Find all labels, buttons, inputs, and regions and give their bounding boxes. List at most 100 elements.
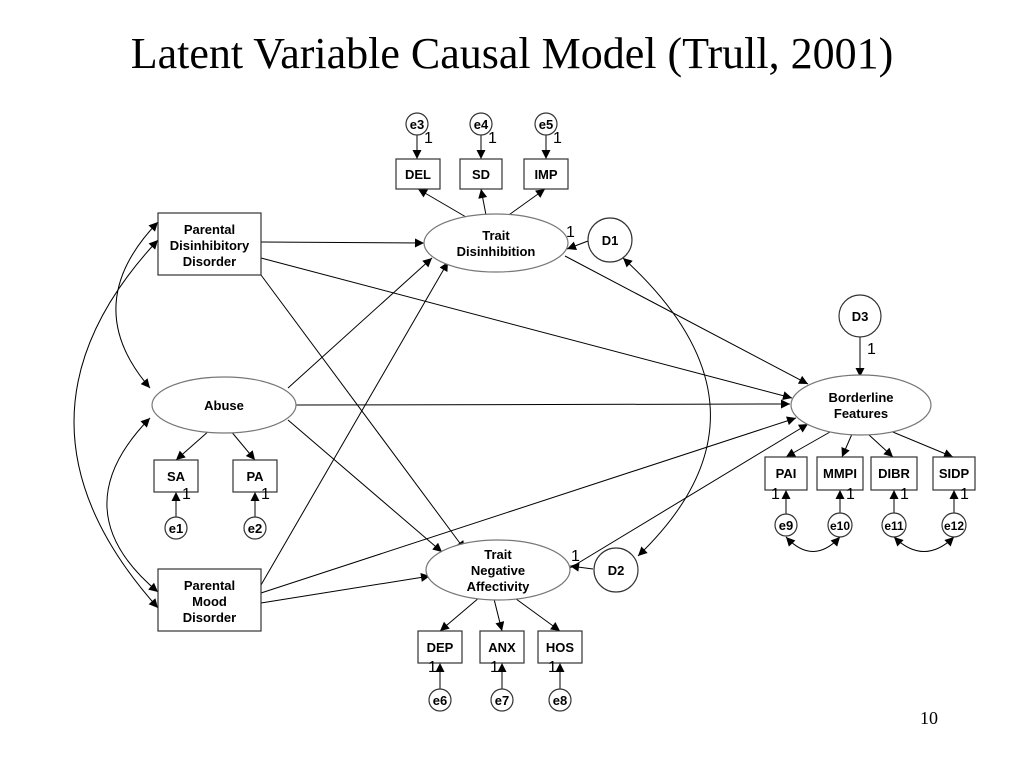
fixed-e1: 1	[182, 486, 191, 503]
fixed-e4: 1	[488, 130, 497, 147]
latent-tna-line1: Trait	[484, 547, 512, 562]
node-pmd: Parental Mood Disorder	[157, 568, 262, 632]
fixed-e7: 1	[490, 659, 499, 676]
node-dep: DEP	[417, 630, 463, 664]
e10-label: e10	[830, 519, 850, 533]
disturbance-d1: D1	[587, 217, 633, 263]
node-pa: PA	[232, 459, 278, 493]
error-e9: e9	[774, 513, 798, 537]
path-ppd-bf	[260, 257, 793, 401]
path-d2-tna	[569, 562, 594, 572]
error-e10: e10	[827, 512, 853, 538]
latent-bf-line1: Borderline	[828, 390, 893, 405]
cov-e11-e12	[893, 536, 955, 552]
path-tna-hos	[511, 595, 561, 632]
node-imp: IMP	[523, 158, 569, 190]
disturbance-d3: D3	[838, 294, 882, 338]
path-d1-td	[566, 240, 589, 251]
path-abuse-pa	[229, 429, 256, 461]
node-anx: ANX	[479, 630, 525, 664]
path-bf-mmpi	[841, 433, 853, 458]
fixed-e2: 1	[261, 486, 270, 503]
e9-label: e9	[779, 518, 793, 533]
path-td-imp	[505, 188, 546, 218]
node-sd-label: SD	[472, 167, 490, 182]
latent-trait-disinhibition: Trait Disinhibition	[423, 213, 569, 273]
path-td-sd	[478, 188, 488, 216]
path-tna-anx	[493, 598, 505, 632]
path-pmd-tna	[260, 572, 431, 604]
fixed-e12: 1	[960, 486, 969, 503]
fixed-d3: 1	[867, 341, 876, 358]
node-mmpi: MMPI	[816, 456, 864, 491]
node-pa-label: PA	[246, 469, 264, 484]
e7-label: e7	[495, 693, 509, 708]
slide-title: Latent Variable Causal Model (Trull, 200…	[130, 29, 894, 78]
node-pmd-line2: Mood	[192, 594, 227, 609]
node-ppd-line2: Disinhibitory	[170, 238, 250, 253]
latent-trait-negative-affectivity: Trait Negative Affectivity	[425, 539, 571, 601]
node-del: DEL	[395, 158, 441, 190]
fixed-e5: 1	[553, 130, 562, 147]
paths	[73, 135, 959, 689]
path-tna-dep	[439, 596, 481, 632]
node-sidp: SIDP	[932, 456, 976, 491]
fixed-e10: 1	[846, 486, 855, 503]
error-e4: e4	[469, 112, 493, 136]
latent-td-line2: Disinhibition	[457, 244, 536, 259]
e1-label: e1	[169, 521, 183, 536]
node-dibr: DIBR	[870, 456, 918, 491]
d2-label: D2	[608, 563, 625, 578]
fixed-d1: 1	[566, 224, 575, 241]
disturbance-d2: D2	[593, 547, 639, 593]
e5-label: e5	[539, 117, 553, 132]
node-pai-label: PAI	[776, 466, 797, 481]
latent-tna-line3: Affectivity	[467, 579, 531, 594]
error-e2: e2	[243, 516, 267, 540]
path-ppd-td	[260, 238, 425, 248]
error-e7: e7	[490, 688, 514, 712]
e3-label: e3	[410, 117, 424, 132]
fixed-loading-labels: 1 1 1 1 1 1 1 1 1 1 1 1 1 1 1	[182, 130, 969, 676]
e4-label: e4	[474, 117, 489, 132]
error-e1: e1	[164, 516, 188, 540]
cov-e9-e10	[785, 536, 841, 552]
node-dibr-label: DIBR	[878, 466, 910, 481]
fixed-e6: 1	[428, 659, 437, 676]
cov-d1-d2	[622, 257, 711, 557]
latent-borderline-features: Borderline Features	[790, 374, 932, 436]
error-e6: e6	[428, 688, 452, 712]
node-pai: PAI	[764, 456, 808, 491]
node-hos: HOS	[537, 630, 583, 664]
node-del-label: DEL	[405, 167, 431, 182]
node-hos-label: HOS	[546, 640, 575, 655]
node-pmd-line1: Parental	[184, 578, 235, 593]
node-pmd-line3: Disorder	[183, 610, 236, 625]
path-bf-sidp	[887, 429, 954, 458]
node-dep-label: DEP	[427, 640, 454, 655]
page-number: 10	[920, 708, 938, 728]
fixed-e8: 1	[548, 659, 557, 676]
error-e11: e11	[881, 512, 907, 538]
node-ppd-line3: Disorder	[183, 254, 236, 269]
path-abuse-tna	[287, 419, 443, 553]
node-sd: SD	[459, 158, 503, 190]
e6-label: e6	[433, 693, 447, 708]
path-abuse-sa	[175, 429, 211, 461]
path-ppd-tna	[260, 274, 466, 551]
cov-abuse-pmd	[106, 417, 159, 593]
e11-label: e11	[884, 519, 904, 533]
d3-label: D3	[852, 309, 869, 324]
node-sa-label: SA	[167, 469, 186, 484]
node-ppd-line1: Parental	[184, 222, 235, 237]
node-sidp-label: SIDP	[939, 466, 970, 481]
latent-abuse-label: Abuse	[204, 398, 244, 413]
fixed-e3: 1	[424, 130, 433, 147]
cov-ppd-pmd	[73, 239, 159, 609]
error-e5: e5	[534, 112, 558, 136]
fixed-e11: 1	[900, 486, 909, 503]
node-ppd: Parental Disinhibitory Disorder	[157, 212, 262, 276]
latent-bf-line2: Features	[834, 406, 888, 421]
d1-label: D1	[602, 233, 619, 248]
